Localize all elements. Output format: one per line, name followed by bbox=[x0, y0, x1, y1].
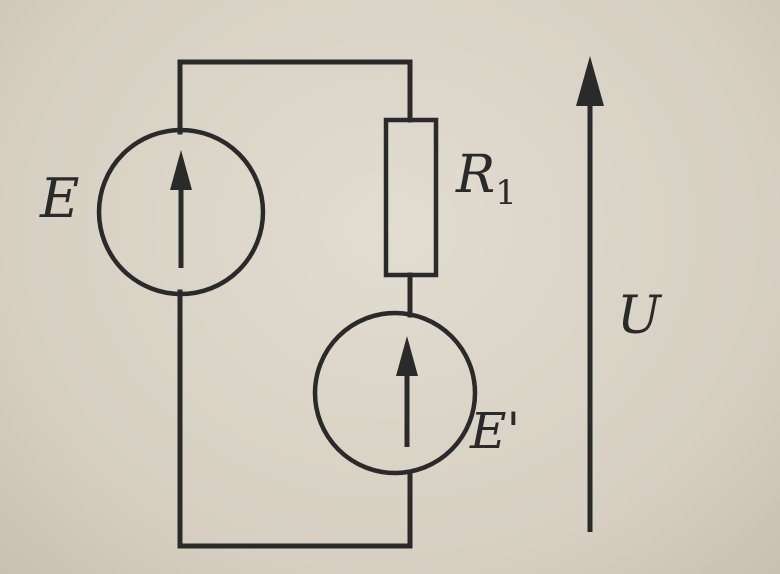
wire-bottom bbox=[177, 289, 413, 549]
label-e-prime: E' bbox=[469, 402, 520, 460]
wire-top bbox=[177, 59, 413, 135]
label-r-main: R bbox=[455, 145, 495, 205]
label-r-subscript: 1 bbox=[495, 173, 517, 213]
source-e-prime-circle bbox=[312, 310, 478, 476]
voltage-source-e-prime bbox=[312, 310, 478, 476]
source-e-circle bbox=[96, 127, 266, 297]
label-r: R1 bbox=[455, 145, 517, 213]
source-e-prime-arrow-head bbox=[396, 336, 418, 376]
label-e: E bbox=[39, 167, 79, 230]
voltage-arrow-u bbox=[576, 56, 604, 532]
voltage-arrow-head bbox=[576, 56, 604, 106]
source-e-arrow-head bbox=[170, 150, 192, 190]
resistor-r1 bbox=[383, 117, 439, 278]
voltage-source-e bbox=[96, 127, 266, 297]
label-u: U bbox=[617, 286, 663, 346]
